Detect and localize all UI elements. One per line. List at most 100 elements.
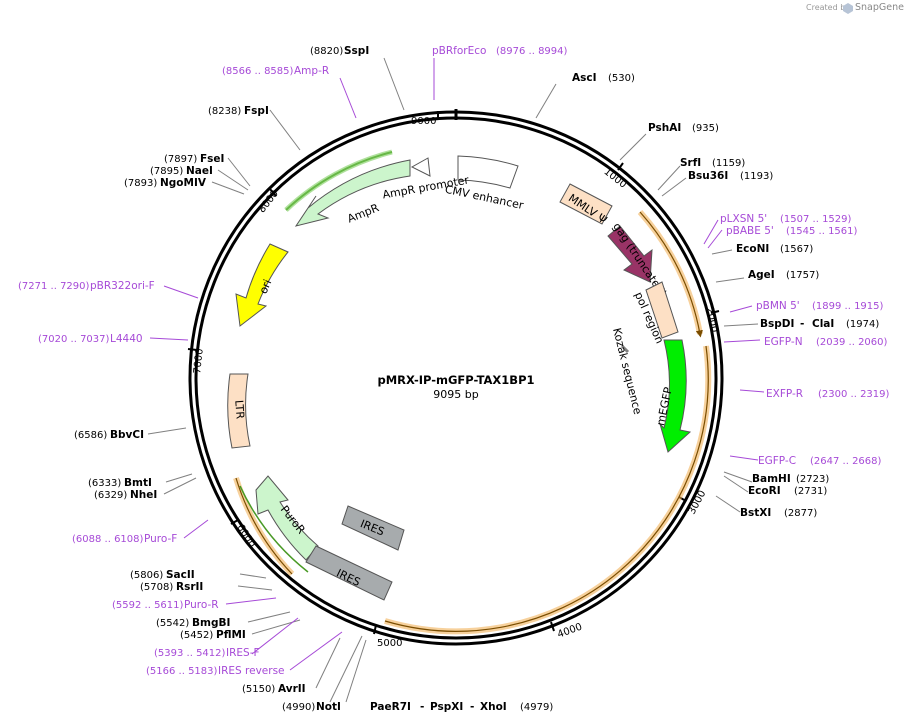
svg-text:(1159): (1159) [712,158,745,169]
svg-text:(2723): (2723) [796,474,829,485]
svg-text:Kozak sequence: Kozak sequence [610,327,644,417]
svg-text:(1507 .. 1529): (1507 .. 1529) [780,214,852,225]
primer-egfp-c: EGFP-C (2647 .. 2668) [758,455,882,467]
site-agei: AgeI(1757) [748,269,819,281]
svg-text:NgoMIV: NgoMIV [160,177,207,189]
tick-1000: 1000 [602,166,629,190]
svg-text:EGFP-C: EGFP-C [758,455,796,467]
primer-pbr322ori-f: (7271 .. 7290)pBR322ori-F [18,280,155,292]
svg-text:(8976 .. 8994): (8976 .. 8994) [496,46,568,57]
svg-text:AscI: AscI [572,72,597,84]
svg-text:(2647 .. 2668): (2647 .. 2668) [810,456,882,467]
svg-text:IRES reverse: IRES reverse [218,665,285,677]
svg-text:FseI: FseI [200,153,224,165]
svg-text:(7897): (7897) [164,154,197,165]
svg-text:(6586): (6586) [74,430,107,441]
site-fsei: (7897)FseI [164,153,224,165]
site-rsrii: (5708)RsrII [140,581,203,593]
site-pshai: PshAI(935) [648,122,719,134]
svg-text:(1545 .. 1561): (1545 .. 1561) [786,226,858,237]
svg-text:(2300 .. 2319): (2300 .. 2319) [818,389,890,400]
svg-text:pLXSN 5': pLXSN 5' [720,213,767,225]
svg-text:(1899 .. 1915): (1899 .. 1915) [812,301,884,312]
svg-text:Puro-R: Puro-R [184,599,219,611]
site-asci: AscI (530) [572,72,635,84]
svg-text:ClaI: ClaI [812,318,834,330]
primer-plxsn-5: pLXSN 5' (1507 .. 1529) [720,213,852,225]
svg-text:(5150): (5150) [242,684,275,695]
site-avrii: (5150)AvrII [242,683,306,695]
svg-text:SspI: SspI [344,45,369,57]
primer-leaders [149,58,765,671]
svg-text:Puro-F: Puro-F [144,533,177,545]
svg-text:FspI: FspI [244,105,269,117]
svg-text:-: - [420,701,424,713]
svg-text:BspDI: BspDI [760,318,794,330]
svg-text:(7893): (7893) [124,178,157,189]
plasmid-name: pMRX-IP-mGFP-TAX1BP1 [377,373,534,387]
site-ngomiv: (7893)NgoMIV [124,177,207,189]
tick-9000: 9000 [411,116,436,127]
primer-arcs [233,149,712,635]
svg-text:(4979): (4979) [520,702,553,713]
svg-text:EXFP-R: EXFP-R [766,388,803,400]
tick-5000: 5000 [377,638,402,649]
primer-ires-f: (5393 .. 5412)IRES-F [154,647,260,659]
svg-text:EGFP-N: EGFP-N [764,336,803,348]
feature-megfp: mEGFP [654,339,692,453]
svg-text:pBR322ori-F: pBR322ori-F [90,280,155,292]
svg-text:Bsu36I: Bsu36I [688,170,728,182]
site-ecori: EcoRI(2731) [748,485,827,497]
feature-ltr: LTR [227,373,251,449]
primer-exfp-r: EXFP-R (2300 .. 2319) [766,388,890,400]
site-bspdi: BspDI- ClaI (1974) [760,318,879,330]
feature-puror: PuroR [255,475,319,561]
svg-text:NaeI: NaeI [186,165,213,177]
primer-amp-r: (8566 .. 8585)Amp-R [222,65,329,77]
svg-text:-: - [800,318,804,330]
svg-text:AvrII: AvrII [278,683,306,695]
tick-8000: 8000 [257,188,281,215]
primer-sites: pBRforEco(8976 .. 8994) (8566 .. 8585)Am… [18,45,890,677]
site-naei: (7895)NaeI [150,165,213,177]
svg-text:pBRforEco: pBRforEco [432,45,486,57]
svg-text:SacII: SacII [166,569,195,581]
svg-text:(2039 .. 2060): (2039 .. 2060) [816,337,888,348]
site-fspi: (8238)FspI [208,105,269,117]
restriction-sites: (8820)SspI AscI(530) PshAI(935) SrfI(115… [74,45,879,713]
svg-text:(8566 .. 8585): (8566 .. 8585) [222,66,294,77]
primer-pbmn-5: pBMN 5'(1899 .. 1915) [756,300,884,312]
svg-text:PaeR7I: PaeR7I [370,701,411,713]
svg-text:(6088 .. 6108): (6088 .. 6108) [72,534,144,545]
snapgene-logo-icon [843,3,853,14]
primer-pbrforeco: pBRforEco (8976 .. 8994) [432,45,568,57]
svg-text:(7895): (7895) [150,166,183,177]
site-bmgbi: (5542)BmgBI [156,617,230,629]
svg-text:SrfI: SrfI [680,157,701,169]
site-paer7i-pspxi-xhoi: PaeR7I - PspXI - XhoI (4979) [370,701,553,713]
svg-text:EcoRI: EcoRI [748,485,781,497]
svg-text:(530): (530) [608,73,635,84]
site-noti: (4990)NotI [282,701,341,713]
svg-text:(5542): (5542) [156,618,189,629]
svg-text:(5166 .. 5183): (5166 .. 5183) [146,666,218,677]
svg-text:RsrII: RsrII [176,581,203,593]
svg-text:L4440: L4440 [110,333,143,345]
credit-brand: SnapGene [855,2,904,13]
svg-text:(5708): (5708) [140,582,173,593]
site-econi: EcoNI(1567) [736,243,813,255]
svg-text:BbvCI: BbvCI [110,429,144,441]
feature-ires-inner: IRES [341,505,405,551]
svg-text:LTR: LTR [232,400,246,420]
feature-ires-outer: IRES [305,545,393,601]
svg-text:(1974): (1974) [846,319,879,330]
svg-text:(6329): (6329) [94,490,127,501]
svg-text:(935): (935) [692,123,719,134]
svg-text:-: - [470,701,474,713]
tick-7000: 7000 [192,348,206,374]
svg-text:AmpR: AmpR [346,201,382,225]
primer-pbabe-5: pBABE 5'(1545 .. 1561) [726,225,858,237]
svg-text:NotI: NotI [316,701,341,713]
svg-text:(1757): (1757) [786,270,819,281]
svg-text:(5452): (5452) [180,630,213,641]
